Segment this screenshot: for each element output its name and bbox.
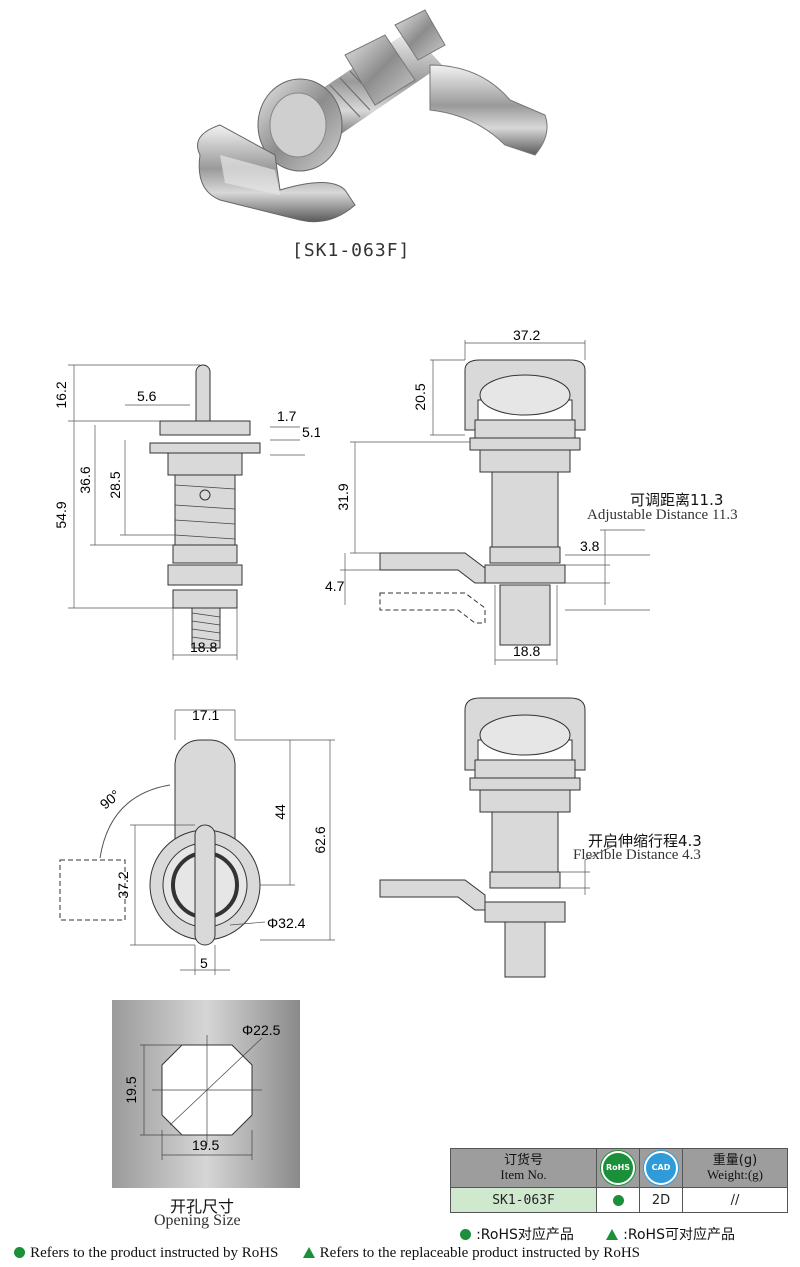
flexible-distance-en: Flexible Distance 4.3	[573, 847, 701, 863]
triangle-icon	[302, 1247, 315, 1258]
cad-header: CAD	[639, 1148, 683, 1188]
front-dim-28-5: 28.5	[107, 471, 123, 498]
item-no-cell: SK1-063F	[450, 1187, 597, 1213]
top-dim-62-6: 62.6	[312, 826, 328, 853]
product-model-label: [SK1-063F]	[292, 240, 411, 261]
top-view-drawing: 17.1 90° 44 62.6 37.2 Φ32.4 5	[59, 707, 335, 975]
weight-header: 重量(g) Weight:(g)	[682, 1148, 788, 1188]
cad-icon: CAD	[644, 1151, 678, 1185]
front-dim-36-6: 36.6	[77, 466, 93, 493]
opening-dim-phi-22-5: Φ22.5	[242, 1022, 281, 1038]
product-photo	[197, 9, 548, 223]
adjustable-distance-en: Adjustable Distance 11.3	[587, 507, 738, 523]
opening-size-drawing: Φ22.5 19.5 19.5	[112, 1000, 300, 1188]
spec-table: 订货号 Item No. RoHS CAD 重量(g) Weight:(g) S…	[450, 1148, 788, 1213]
top-dim-5: 5	[200, 955, 208, 971]
top-dim-37-2: 37.2	[115, 871, 131, 898]
spec-table-header: 订货号 Item No. RoHS CAD 重量(g) Weight:(g)	[450, 1148, 788, 1188]
rohs-dot-icon	[612, 1194, 624, 1206]
top-dim-90-deg: 90°	[97, 786, 124, 812]
side-dim-4-7: 4.7	[325, 578, 345, 594]
top-dim-44: 44	[272, 804, 288, 820]
opening-dim-19-5-h: 19.5	[192, 1137, 219, 1153]
top-dim-17-1: 17.1	[192, 707, 219, 723]
front-view-drawing: 16.2 5.6 1.7 5.1 54.9 36.6 28.5 18.8	[53, 364, 320, 660]
side-dim-31-9: 31.9	[335, 483, 351, 510]
top-dim-phi-32-4: Φ32.4	[267, 915, 306, 931]
front-dim-54-9: 54.9	[53, 501, 69, 528]
item-no-header: 订货号 Item No.	[450, 1148, 597, 1188]
triangle-icon	[606, 1229, 619, 1240]
front-dim-5-1: 5.1	[302, 424, 320, 440]
opening-dim-19-5-v: 19.5	[123, 1076, 139, 1103]
side-view-flexible-drawing	[379, 697, 616, 978]
legend-en-line: Refers to the product instructed by RoHS…	[14, 1242, 640, 1262]
rohs-icon: RoHS	[601, 1151, 635, 1185]
rohs-cell	[596, 1187, 640, 1213]
side-dim-20-5: 20.5	[412, 383, 428, 410]
weight-cell: //	[682, 1187, 788, 1213]
front-dim-1-7: 1.7	[277, 408, 297, 424]
legend-cn-line: :RoHS对应产品 :RoHS可对应产品	[460, 1224, 735, 1244]
front-dim-16-2: 16.2	[53, 381, 69, 408]
front-dim-5-6: 5.6	[137, 388, 157, 404]
table-row: SK1-063F 2D //	[450, 1187, 788, 1213]
side-dim-37-2: 37.2	[513, 327, 540, 343]
dot-icon	[460, 1229, 471, 1240]
cad-cell: 2D	[639, 1187, 683, 1213]
side-dim-3-8: 3.8	[580, 538, 600, 554]
rohs-header: RoHS	[596, 1148, 640, 1188]
side-view-drawing: 37.2 20.5 31.9 3.8 4.7 18.8	[325, 327, 650, 665]
dot-icon	[14, 1247, 25, 1258]
opening-size-caption-cn: 开孔尺寸	[170, 1197, 235, 1216]
adjustable-distance-cn: 可调距离11.3	[630, 491, 724, 509]
flexible-distance-cn: 开启伸缩行程4.3	[588, 832, 702, 850]
front-dim-18-8: 18.8	[190, 639, 217, 655]
side-dim-18-8: 18.8	[513, 643, 540, 659]
opening-size-caption-en: Opening Size	[154, 1212, 241, 1229]
